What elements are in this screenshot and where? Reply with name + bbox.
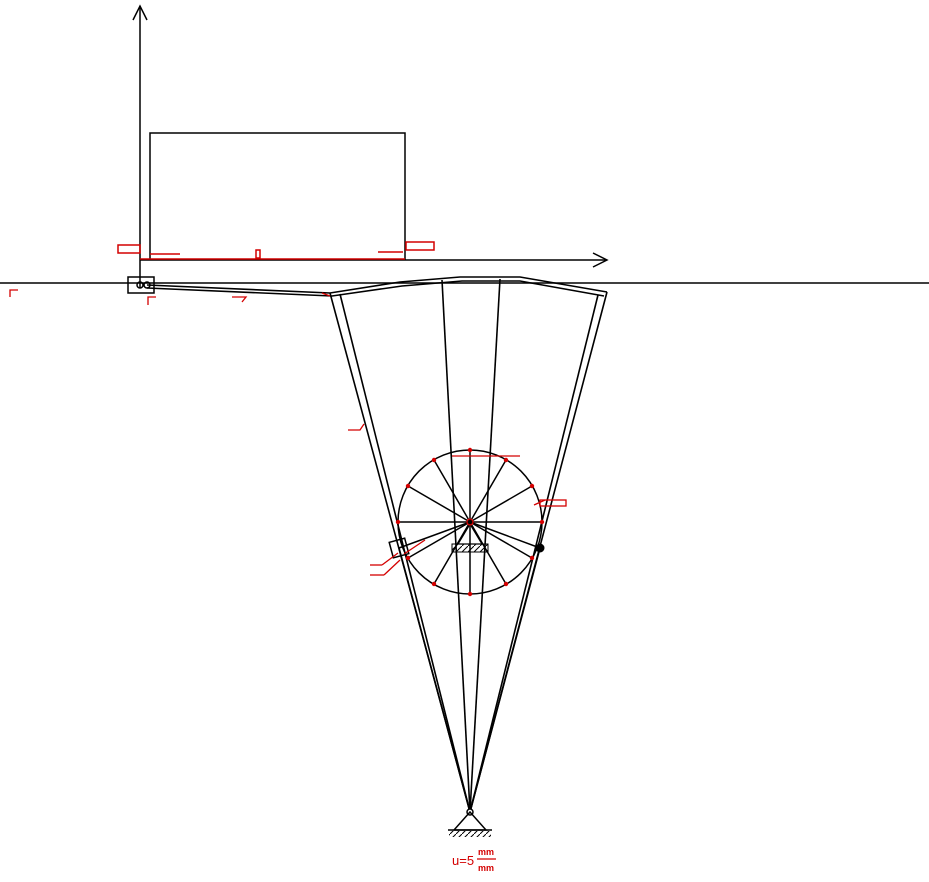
mark-rocker-left xyxy=(348,423,365,431)
crank-spoke-3 xyxy=(469,485,533,523)
crank-point-8 xyxy=(431,581,437,587)
connecting-rod xyxy=(146,276,608,297)
mark-right-crank-leader xyxy=(533,499,546,506)
crank-point-4 xyxy=(539,519,545,525)
crank-arm-right xyxy=(469,521,541,549)
crank-center-support xyxy=(451,522,489,553)
crank-spoke-11 xyxy=(407,485,471,523)
rod-line-2 xyxy=(146,280,605,297)
rocker-to-pin-right xyxy=(469,547,541,813)
crank-point-3 xyxy=(529,483,535,489)
rocker-right-inner xyxy=(469,294,599,813)
mark-slider-below xyxy=(147,296,156,305)
crank-point-7 xyxy=(467,591,473,597)
crank-spoke-5 xyxy=(469,521,533,559)
diagram-label-box-left xyxy=(117,244,141,254)
mark-rod-1 xyxy=(232,296,248,303)
diagram-mid-tick xyxy=(255,249,261,259)
crank-spoke-12 xyxy=(433,459,471,523)
crank-point-5 xyxy=(529,555,535,561)
crank-spoke-6 xyxy=(469,521,507,585)
scale-prefix: u=5 xyxy=(452,853,474,868)
fixed-pivot-hatch xyxy=(449,831,491,837)
crank-point-6 xyxy=(503,581,509,587)
diagram-rectangle xyxy=(149,132,406,260)
red-crank-points xyxy=(395,447,545,597)
diagram-annotations xyxy=(117,241,435,260)
diagram-label-box-right xyxy=(405,241,435,251)
mark-left-leader-1 xyxy=(381,552,399,566)
scale-numerator: mm xyxy=(478,847,494,857)
crank-point-2 xyxy=(503,457,509,463)
crank-point-1 xyxy=(467,447,473,453)
rocker-slider-block xyxy=(388,537,410,559)
mark-far-left xyxy=(9,289,18,297)
crank-point-12 xyxy=(431,457,437,463)
crank-spoke-9 xyxy=(407,521,471,559)
scale-label: u=5 mm mm xyxy=(452,847,496,873)
crank-point-11 xyxy=(405,483,411,489)
rocker-pin-right xyxy=(535,543,545,553)
crank-support-hatch xyxy=(451,543,489,553)
crank-spoke-2 xyxy=(469,459,507,523)
displacement-diagram xyxy=(149,132,406,260)
crank-wheel xyxy=(397,449,543,595)
mark-rod-2 xyxy=(321,292,331,297)
crank-point-9 xyxy=(405,555,411,561)
rocker-to-pin-left xyxy=(398,547,471,813)
mark-right-crank-box xyxy=(539,499,567,507)
mark-left-leader-2 xyxy=(383,559,401,576)
slider-pin-left xyxy=(136,281,144,289)
diagram-axes xyxy=(132,4,609,288)
mark-crank-center xyxy=(466,518,474,526)
fixed-pivot-support xyxy=(448,808,492,837)
mark-left-leader-3 xyxy=(403,539,426,555)
diagram-x-axis-arrow-icon xyxy=(592,252,609,268)
crank-arm-left xyxy=(398,521,471,549)
crank-point-10 xyxy=(395,519,401,525)
diagram-y-axis-arrow-icon xyxy=(132,4,148,21)
red-annotations xyxy=(9,289,567,576)
scale-denominator: mm xyxy=(478,863,494,873)
crank-spoke-8 xyxy=(433,521,471,585)
rod-line-1 xyxy=(146,276,608,294)
